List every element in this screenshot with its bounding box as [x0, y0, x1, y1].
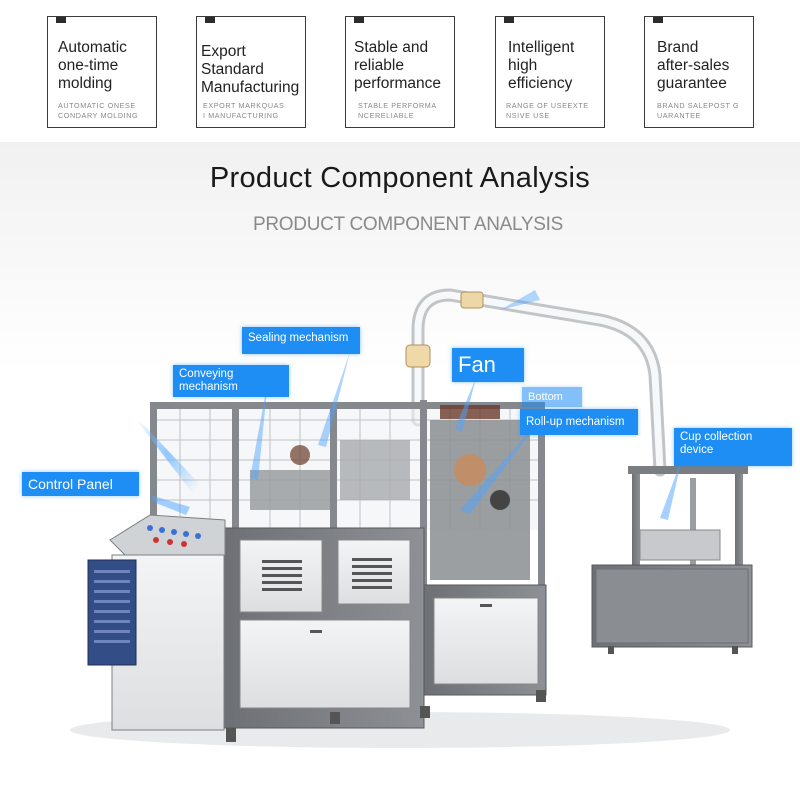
pipe-clamp: [405, 344, 431, 368]
pointer-rollup: [460, 420, 540, 514]
feature-title: Stable and reliable performance: [354, 39, 442, 92]
pointer-sealing: [318, 352, 350, 447]
feature-subtitle: EXPORT MARKQUAS I MANUFACTURING: [203, 101, 285, 120]
feature-card-brand: Brand after-sales guarantee BRAND SALEPO…: [644, 16, 754, 128]
pointer-conveying-2: [250, 380, 268, 480]
card-accent: [504, 17, 514, 23]
feature-card-stable: Stable and reliable performance STABLE P…: [345, 16, 455, 128]
pointer-control-panel: [150, 495, 190, 515]
card-accent: [205, 17, 215, 23]
label-fan: Fan: [452, 348, 524, 382]
section-subtitle: PRODUCT COMPONENT ANALYSIS: [253, 214, 563, 235]
collector-tray: [639, 529, 721, 561]
feature-subtitle: AUTOMATIC ONESE CONDARY MOLDING: [58, 101, 139, 120]
feature-subtitle: RANGE OF USEEXTE NSIVE USE: [506, 101, 589, 120]
label-conveying-mechanism: Conveying mechanism: [173, 365, 289, 397]
sealing-unit: [340, 440, 410, 500]
feature-title: Intelligent high efficiency: [508, 39, 575, 92]
label-bottom: Bottom: [522, 387, 582, 407]
feature-subtitle: BRAND SALEPOST G UARANTEE: [657, 101, 740, 120]
feature-card-intelligent: Intelligent high efficiency RANGE OF USE…: [495, 16, 605, 128]
access-panel: [239, 539, 323, 613]
collector-post: [632, 470, 640, 570]
access-panel: [433, 597, 539, 685]
feature-card-automatic: Automatic one-time molding AUTOMATIC ONE…: [47, 16, 157, 128]
label-sealing-mechanism: Sealing mechanism: [242, 327, 360, 354]
label-control-panel: Control Panel: [22, 472, 139, 496]
pipe-clamp: [460, 291, 484, 309]
pointer-cup-collection: [660, 458, 682, 520]
pointer-fan: [455, 378, 476, 432]
collector-post: [735, 470, 743, 570]
label-roll-up-mechanism: Roll-up mechanism: [520, 409, 638, 435]
collector-top-rail: [628, 466, 748, 474]
feature-strip: Automatic one-time molding AUTOMATIC ONE…: [0, 0, 800, 142]
section-title: Product Component Analysis: [209, 162, 591, 194]
control-console-top: [109, 514, 226, 561]
pointer-pipe: [500, 290, 540, 310]
feature-card-export: Export Standard Manufacturing EXPORT MAR…: [196, 16, 306, 128]
access-panel: [239, 619, 411, 709]
feature-title: Brand after-sales guarantee: [657, 39, 730, 92]
card-accent: [653, 17, 663, 23]
feature-subtitle: STABLE PERFORMA NCERELIABLE: [358, 101, 437, 120]
feature-title: Automatic one-time molding: [58, 39, 127, 92]
label-cup-collection-device: Cup collection device: [674, 428, 792, 466]
pointer-conveying: [125, 405, 210, 503]
card-accent: [354, 17, 364, 23]
feature-title: Export Standard Manufacturing: [201, 43, 300, 96]
card-accent: [56, 17, 66, 23]
conveying-mechanism: [250, 470, 330, 510]
